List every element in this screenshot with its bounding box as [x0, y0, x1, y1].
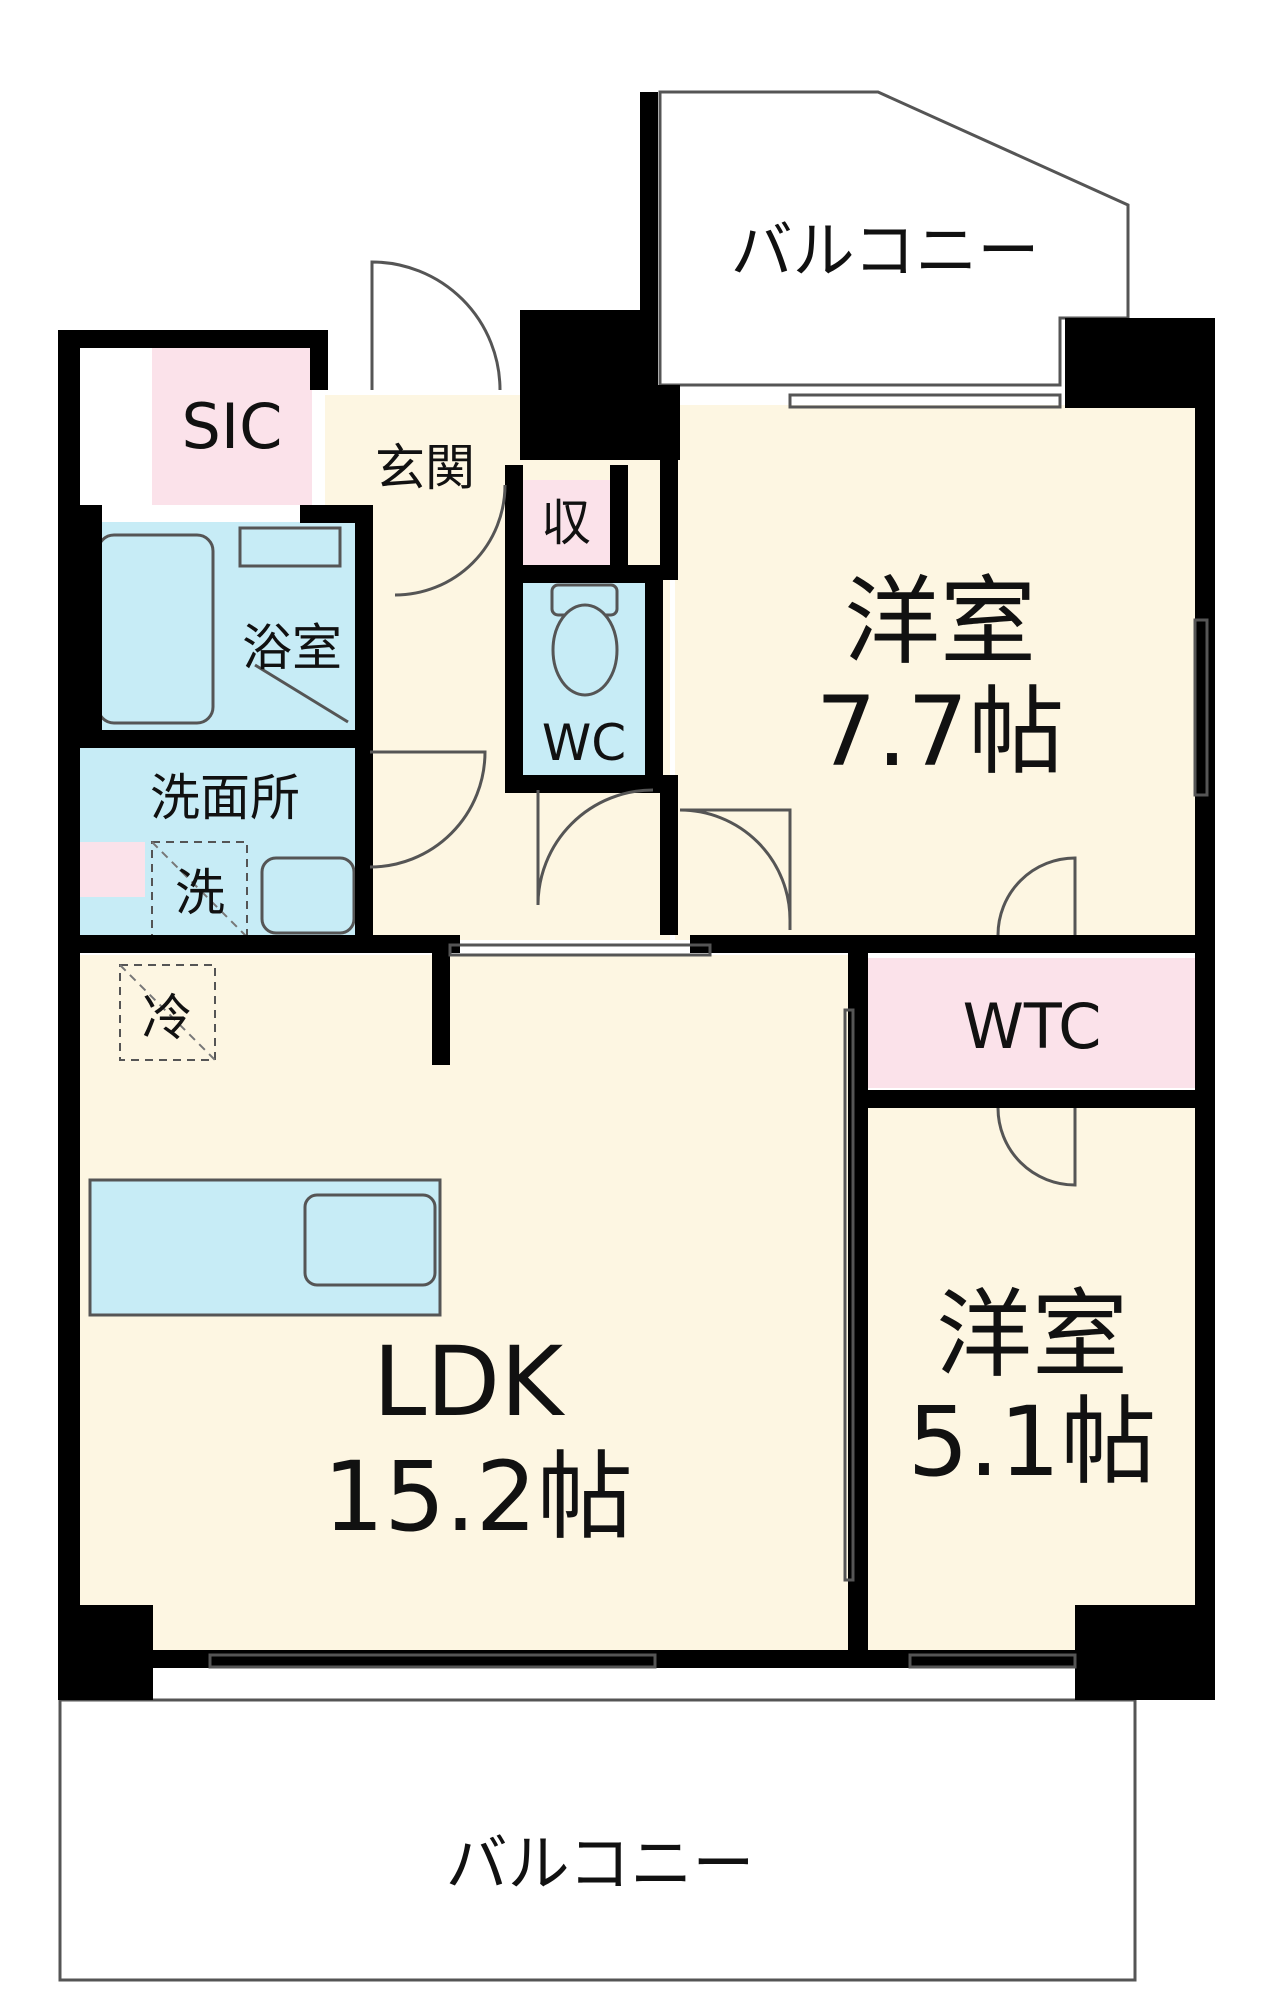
sic-closet — [152, 345, 312, 505]
ldk-name-label: LDK — [373, 1326, 565, 1438]
washroom-pink-strip — [75, 842, 145, 897]
walls — [58, 92, 1215, 1700]
wc-label: WC — [542, 714, 626, 772]
toilet-bowl — [551, 603, 619, 697]
bedroom1-room — [675, 405, 1195, 940]
washroom-label: 洗面所 — [150, 769, 300, 827]
wtc-label: WTC — [963, 990, 1102, 1063]
balcony-bottom-label: バルコニー — [446, 1827, 755, 1900]
bathtub — [96, 533, 215, 725]
washer-label: 洗 — [175, 864, 225, 922]
kitchen-counter — [88, 1178, 442, 1317]
ldk-room-lower — [78, 1310, 848, 1655]
storage-label: 収 — [541, 494, 591, 552]
bedroom1-size-label: 7.7帖 — [816, 676, 1065, 788]
sic-label: SIC — [182, 390, 283, 463]
sink-outline — [303, 1193, 437, 1287]
washer-space — [151, 841, 248, 938]
windows — [208, 393, 1209, 1669]
storage-closet — [520, 480, 610, 565]
bedroom2-size-label: 5.1帖 — [908, 1386, 1157, 1498]
washbasin — [260, 856, 356, 935]
bedroom2-name-label: 洋室 — [936, 1279, 1128, 1391]
entrance-label: 玄関 — [375, 439, 475, 497]
doors — [254, 260, 1077, 1187]
bath-shelf — [238, 526, 342, 568]
bath-label: 浴室 — [242, 619, 342, 677]
fridge-label: 冷 — [142, 989, 192, 1047]
bedroom1-name-label: 洋室 — [844, 566, 1036, 678]
bedroom2-room — [868, 1108, 1195, 1658]
fridge-space — [119, 964, 216, 1061]
wtc-closet — [868, 958, 1195, 1088]
balcony-bottom-area — [58, 1698, 1137, 1982]
balcony-top-label: バルコニー — [731, 214, 1040, 287]
ldk-size-label: 15.2帖 — [323, 1441, 633, 1553]
